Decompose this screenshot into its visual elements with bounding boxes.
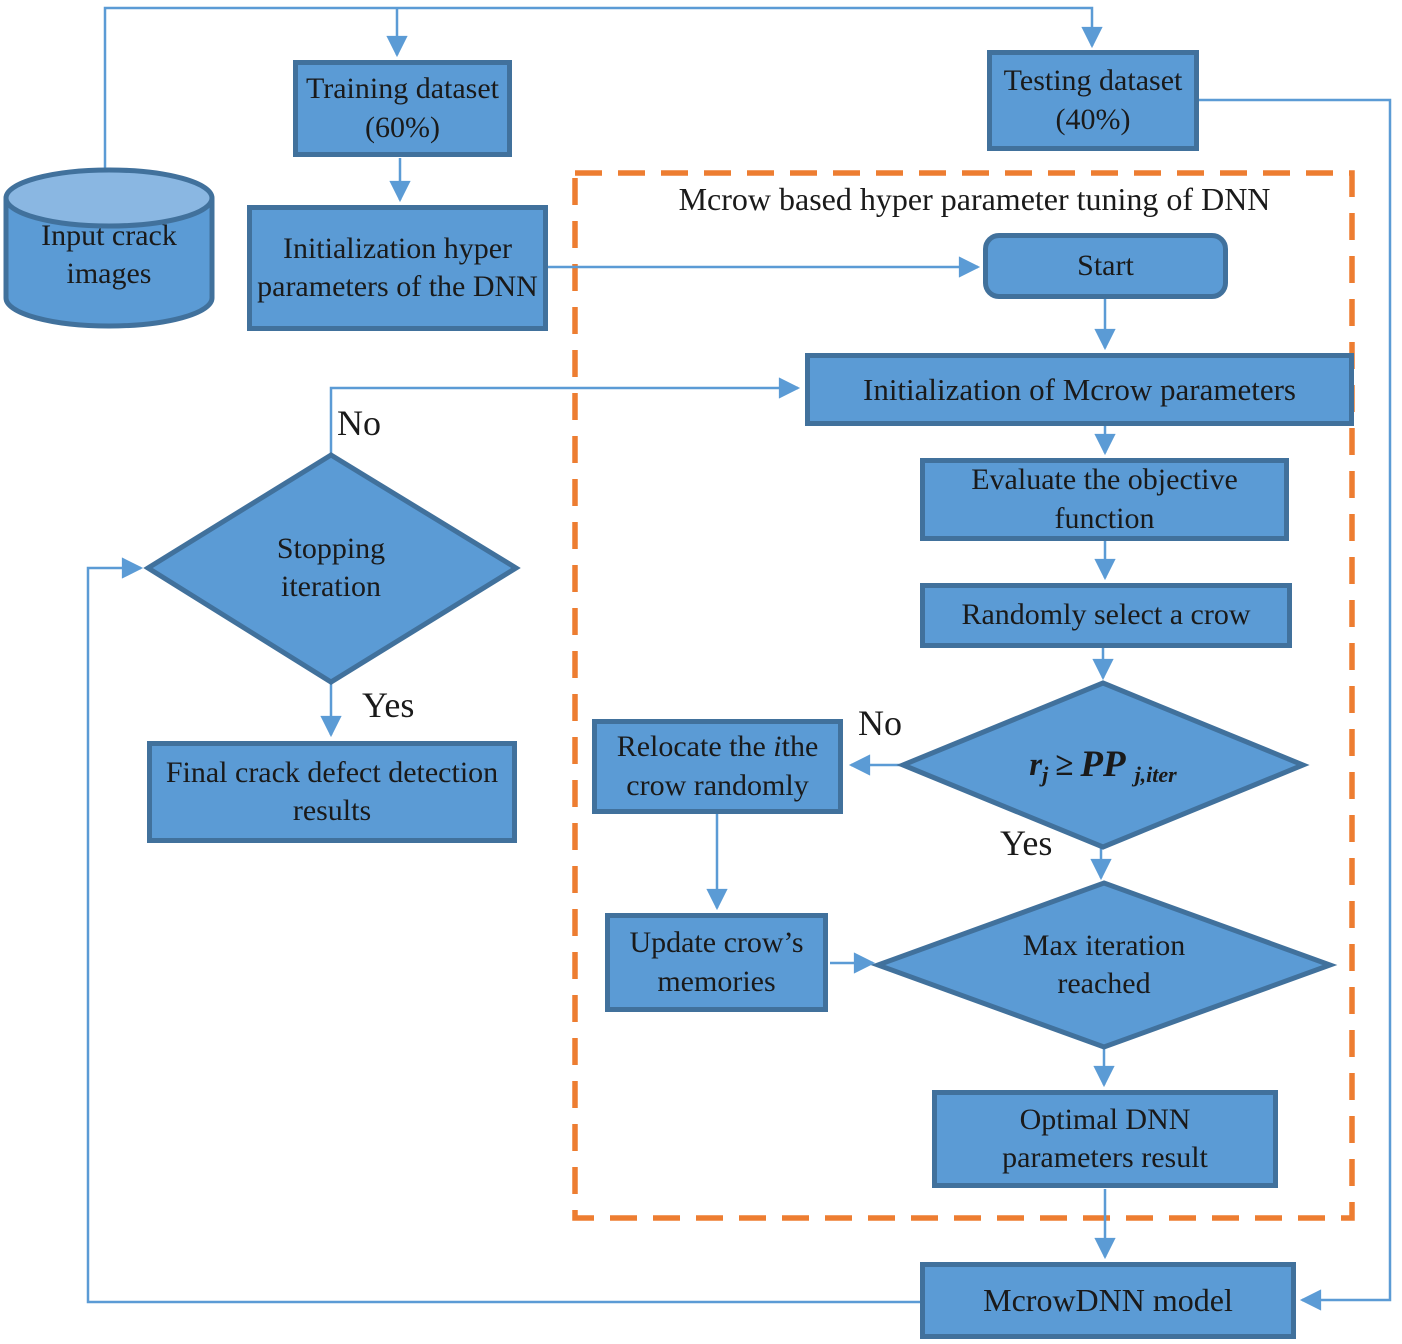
node-relocate-crow: Relocate the ithe crow randomly [592, 719, 843, 814]
node-start: Start [983, 233, 1228, 299]
edge-mcrowdnn-to-stopping [86, 557, 920, 1304]
edge-input-to-testing [103, 6, 1103, 170]
node-evaluate-objective: Evaluate the objective function [920, 458, 1289, 541]
node-final-results: Final crack defect detection results [147, 741, 517, 843]
node-training-dataset: Training dataset (60%) [293, 60, 512, 157]
tuning-region-border [572, 170, 1355, 1221]
node-optimal-dnn: Optimal DNN parameters result [932, 1090, 1278, 1188]
relocate-ith-variable: i [773, 730, 782, 764]
max-iteration-diamond [870, 880, 1338, 1050]
node-update-memories: Update crow’s memories [605, 913, 828, 1012]
stopping-iteration-diamond [143, 452, 521, 685]
node-mcrowdnn-model: McrowDNN model [920, 1262, 1296, 1339]
node-randomly-select-crow: Randomly select a crow [920, 583, 1292, 648]
tuning-region-title: Mcrow based hyper parameter tuning of DN… [678, 181, 1271, 217]
rj-condition-diamond [896, 680, 1310, 850]
edge-stopping-no-to-initmcrow [329, 377, 801, 454]
node-testing-dataset: Testing dataset (40%) [987, 50, 1199, 151]
input-crack-images-cylinder-top [3, 167, 215, 229]
edge-testing-to-mcrowdnn [1199, 98, 1392, 1311]
node-init-hyper-params: Initialization hyper parameters of the D… [247, 205, 548, 331]
input-crack-images-cylinder-body [3, 198, 215, 329]
node-init-mcrow-params: Initialization of Mcrow parameters [805, 353, 1354, 426]
relocate-crow-label: Relocate the ithe crow randomly [616, 730, 819, 802]
